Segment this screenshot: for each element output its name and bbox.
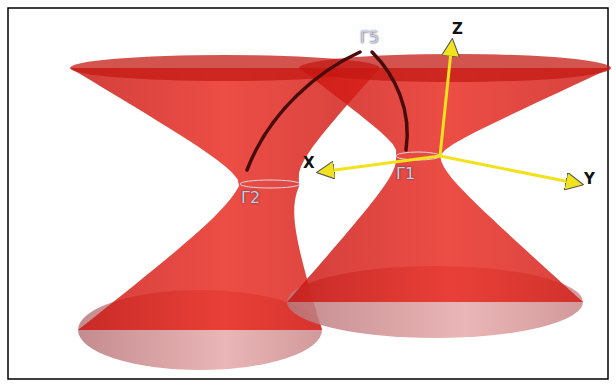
x-axis — [320, 156, 440, 172]
axes — [320, 42, 580, 184]
hyperboloids — [70, 54, 611, 370]
hyperboloid-sheet — [287, 68, 611, 302]
curve-label: Γ2 — [241, 190, 260, 206]
axis-label: Y — [584, 172, 595, 187]
curve — [247, 52, 360, 170]
y-axis — [440, 156, 580, 184]
axis-label: Z — [452, 22, 463, 37]
curve-label: Γ5 — [360, 30, 379, 46]
z-axis — [440, 42, 452, 156]
intersection-curves — [247, 52, 407, 170]
axis-label: X — [303, 156, 315, 171]
waist-circle — [240, 180, 300, 188]
curve-label: Γ1 — [396, 166, 415, 182]
curve — [372, 52, 407, 150]
